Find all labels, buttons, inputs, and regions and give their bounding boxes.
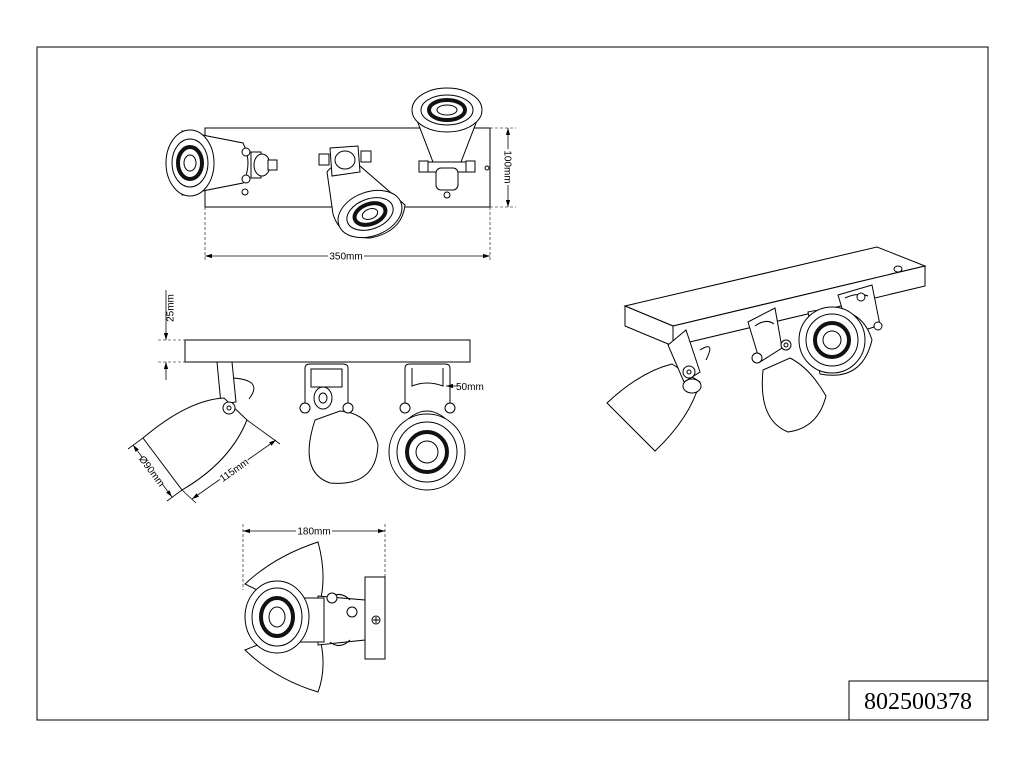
front-view: 180mm	[242, 524, 386, 693]
side-view-spot-middle	[299, 363, 379, 484]
top-view-spot-middle	[318, 145, 406, 239]
top-view-spot-left	[165, 129, 278, 197]
part-number-box: 802500378	[848, 680, 989, 721]
perspective-spot-middle	[747, 307, 827, 433]
base-plate-screw	[484, 165, 490, 171]
base-plate-screw	[241, 188, 249, 196]
dim-label-bar-height: 25mm	[166, 294, 177, 322]
dim-label-projection: 180mm	[297, 527, 330, 538]
base-plate-screw	[443, 191, 451, 199]
dim-label-width: 350mm	[329, 252, 362, 263]
top-view-spot-right	[411, 87, 483, 191]
part-number: 802500378	[864, 689, 972, 715]
perspective-spot-right	[798, 284, 883, 376]
side-view-bar	[184, 339, 471, 363]
perspective-view	[606, 246, 927, 452]
side-view-spot-front	[388, 363, 466, 491]
drawing-frame	[36, 46, 989, 721]
top-view: 350mm 100mm	[165, 87, 516, 263]
side-view: 25mm Ø90mm 115mm	[127, 290, 484, 504]
perspective-spot-left	[606, 329, 711, 452]
dim-label-arm-offset: 50mm	[456, 382, 484, 393]
dim-label-depth: 100mm	[502, 150, 513, 183]
